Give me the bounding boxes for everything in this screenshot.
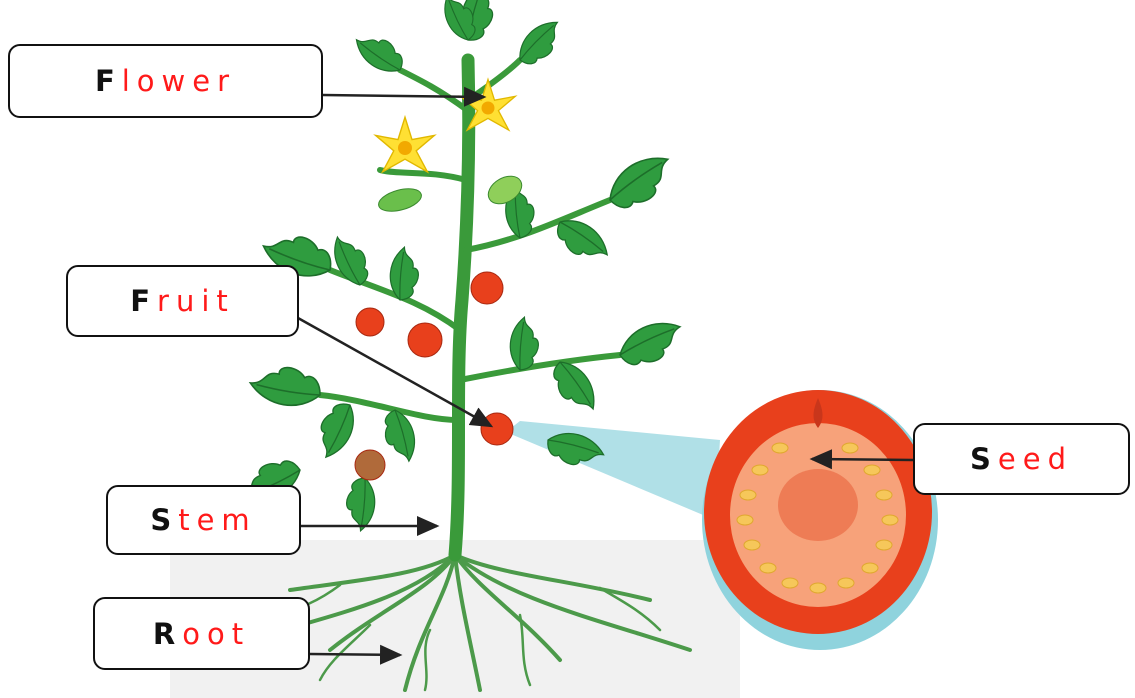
flower-arrow: [323, 95, 484, 97]
root-arrow: [310, 654, 400, 655]
label-flower-first-letter: F: [95, 64, 122, 98]
seed-arrow: [812, 459, 913, 460]
label-root-rest: oot: [182, 617, 250, 651]
tomato-cross-section: [702, 390, 938, 650]
label-flower-rest: lower: [122, 64, 236, 98]
label-stem-first-letter: S: [150, 503, 178, 537]
label-fruit-rest: ruit: [157, 284, 235, 318]
label-seed-first-letter: S: [970, 442, 998, 476]
main-stem: [455, 60, 469, 555]
label-stem-rest: tem: [178, 503, 256, 537]
label-seed-rest: eed: [998, 442, 1073, 476]
label-fruit-first-letter: F: [130, 284, 157, 318]
label-root-first-letter: R: [153, 617, 182, 651]
zoom-beam: [506, 421, 720, 520]
